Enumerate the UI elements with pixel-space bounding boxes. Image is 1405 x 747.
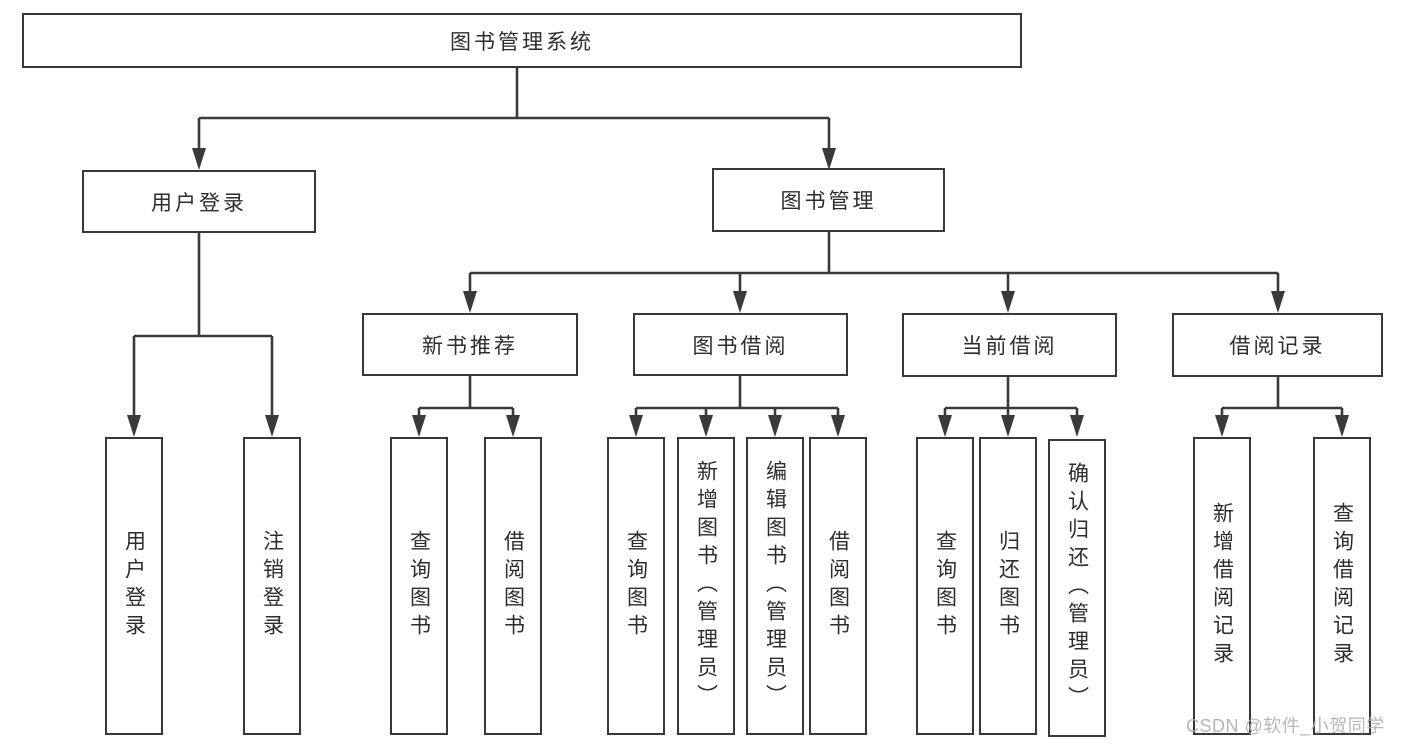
leaf-bb-borrow-books-label: 借阅图书 <box>826 530 850 642</box>
node-root-label: 图书管理系统 <box>450 30 594 54</box>
leaf-logout-label: 注销登录 <box>260 530 284 642</box>
leaf-cb-query-books: 查询图书 <box>916 437 974 735</box>
arrowhead <box>1001 291 1015 313</box>
arrowhead <box>127 415 141 437</box>
leaf-br-add-record-label: 新增借阅记录 <box>1210 502 1234 670</box>
leaf-bb-edit-books-admin-label: 编辑图书（管理员） <box>763 460 787 712</box>
arrowhead <box>831 415 845 437</box>
leaf-user-login-label: 用户登录 <box>122 530 146 642</box>
arrowhead <box>1335 415 1349 437</box>
leaf-bb-add-books-admin: 新增图书（管理员） <box>677 437 735 735</box>
leaf-cb-confirm-return-admin-label: 确认归还（管理员） <box>1065 462 1089 714</box>
node-root: 图书管理系统 <box>22 13 1022 68</box>
arrowhead <box>938 415 952 437</box>
node-book-management-label: 图书管理 <box>780 190 877 213</box>
arrowhead <box>463 291 477 313</box>
arrowhead <box>1001 415 1015 437</box>
arrowhead <box>192 148 206 170</box>
arrowhead <box>629 415 643 437</box>
connector-user-login <box>132 232 274 419</box>
node-borrow-records: 借阅记录 <box>1172 313 1383 377</box>
arrowhead <box>822 148 836 170</box>
node-user-login-label: 用户登录 <box>151 191 247 215</box>
leaf-nb-query-books-label: 查询图书 <box>407 530 431 642</box>
arrowhead <box>265 415 279 437</box>
leaf-br-add-record: 新增借阅记录 <box>1193 437 1251 735</box>
arrowhead <box>1215 415 1229 437</box>
node-book-borrow: 图书借阅 <box>633 313 848 376</box>
arrowhead <box>768 415 782 437</box>
leaf-bb-add-books-admin-label: 新增图书（管理员） <box>694 460 718 712</box>
leaf-cb-return-books: 归还图书 <box>979 437 1037 735</box>
connector-book-management <box>468 230 1280 295</box>
leaf-cb-return-books-label: 归还图书 <box>996 530 1020 642</box>
leaf-cb-query-books-label: 查询图书 <box>933 530 957 642</box>
connector-root <box>197 68 831 152</box>
leaf-br-query-record: 查询借阅记录 <box>1313 437 1371 735</box>
node-user-login: 用户登录 <box>82 170 316 233</box>
leaf-bb-query-books-label: 查询图书 <box>624 530 648 642</box>
connector-new-book-recommend <box>417 376 515 419</box>
watermark: CSDN @软件_小贺同学 <box>1186 716 1385 736</box>
node-borrow-records-label: 借阅记录 <box>1229 335 1326 358</box>
arrowhead <box>506 415 520 437</box>
connector-book-borrow <box>634 376 840 419</box>
arrowhead <box>1271 291 1285 313</box>
leaf-nb-borrow-books-label: 借阅图书 <box>501 530 525 642</box>
node-current-borrow: 当前借阅 <box>902 313 1117 377</box>
leaf-user-login: 用户登录 <box>105 437 163 735</box>
leaf-br-query-record-label: 查询借阅记录 <box>1330 502 1354 670</box>
node-new-book-recommend: 新书推荐 <box>362 313 578 376</box>
arrowhead <box>412 415 426 437</box>
leaf-nb-borrow-books: 借阅图书 <box>484 437 542 735</box>
arrowhead <box>699 415 713 437</box>
leaf-cb-confirm-return-admin: 确认归还（管理员） <box>1048 439 1106 737</box>
node-book-management: 图书管理 <box>712 168 945 232</box>
leaf-bb-query-books: 查询图书 <box>607 437 665 735</box>
leaf-bb-edit-books-admin: 编辑图书（管理员） <box>746 437 804 735</box>
leaf-nb-query-books: 查询图书 <box>390 437 448 735</box>
node-book-borrow-label: 图书借阅 <box>692 334 789 358</box>
connector-current-borrow <box>943 377 1079 419</box>
arrowhead <box>733 291 747 313</box>
node-current-borrow-label: 当前借阅 <box>961 335 1058 358</box>
connector-borrow-records <box>1220 377 1344 419</box>
leaf-logout: 注销登录 <box>243 437 301 735</box>
arrowhead <box>1070 415 1084 437</box>
node-new-book-recommend-label: 新书推荐 <box>422 334 518 358</box>
leaf-bb-borrow-books: 借阅图书 <box>809 437 867 735</box>
